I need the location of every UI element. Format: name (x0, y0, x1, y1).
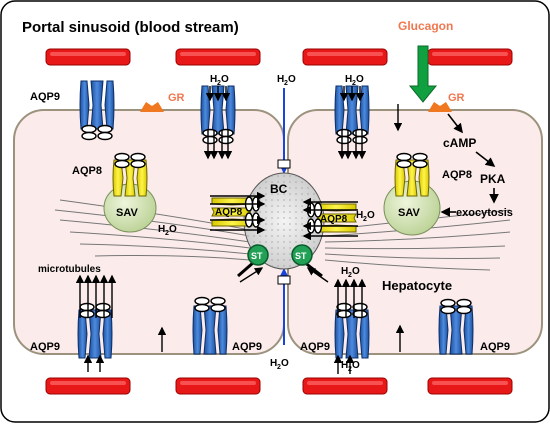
svg-text:H: H (158, 224, 165, 235)
sav-label: SAV (116, 207, 138, 219)
hepatocyte-left (13, 109, 285, 355)
svg-text:H: H (356, 210, 363, 221)
aqp9-label: AQP9 (30, 91, 60, 103)
glucagon-label: Glucagon (398, 19, 453, 33)
svg-text:H: H (341, 266, 348, 277)
svg-text:O: O (221, 74, 229, 85)
aqp9-channel (192, 305, 228, 355)
gr-label: GR (168, 92, 185, 104)
svg-text:H: H (341, 360, 348, 371)
hepatocyte-label: Hepatocyte (382, 278, 452, 293)
svg-text:2: 2 (284, 80, 288, 87)
microtubules-left (54, 199, 251, 261)
svg-text:H: H (345, 74, 352, 85)
red-blood-cell (302, 377, 388, 395)
svg-text:H: H (270, 358, 277, 369)
svg-text:O: O (288, 74, 296, 85)
aqp8-label: AQP8 (215, 207, 243, 218)
svg-text:O: O (356, 74, 364, 85)
exocytosis-label: exocytosis (456, 207, 513, 219)
aqp9-label: AQP9 (480, 341, 510, 353)
svg-text:2: 2 (165, 230, 169, 237)
svg-text:2: 2 (277, 364, 281, 371)
camp-label: cAMP (443, 136, 476, 150)
diagram-title: Portal sinusoid (blood stream) (22, 19, 239, 36)
red-blood-cell (175, 377, 261, 395)
svg-text:O: O (352, 360, 360, 371)
sav-label: SAV (398, 207, 420, 219)
gr-receptor-left (140, 102, 164, 112)
tight-junction (277, 159, 291, 169)
svg-text:O: O (281, 358, 289, 369)
svg-text:2: 2 (217, 80, 221, 87)
svg-text:O: O (367, 210, 375, 221)
gr-receptor-right (428, 102, 452, 112)
red-blood-cell (45, 48, 131, 66)
red-blood-cell (302, 48, 388, 66)
aqp9-label: AQP9 (300, 341, 330, 353)
aqp8-label: AQP8 (72, 165, 102, 177)
svg-text:2: 2 (348, 366, 352, 373)
svg-text:H: H (210, 74, 217, 85)
svg-text:2: 2 (363, 216, 367, 223)
svg-text:ST: ST (295, 251, 307, 261)
tight-junction (277, 275, 291, 285)
svg-text:2: 2 (348, 272, 352, 279)
aqp8-label: AQP8 (442, 169, 472, 181)
bc-label: BC (270, 182, 288, 196)
svg-text:ST: ST (251, 251, 263, 261)
svg-text:H: H (277, 74, 284, 85)
st-marker-left: ST (237, 244, 269, 278)
svg-text:O: O (169, 224, 177, 235)
svg-text:2: 2 (352, 80, 356, 87)
aqp9-label: AQP9 (232, 341, 262, 353)
glucagon-arrow (408, 45, 438, 103)
aqp9-channel (79, 80, 115, 130)
gr-label: GR (448, 92, 465, 104)
water-arrows-bc (210, 191, 358, 241)
svg-text:O: O (352, 266, 360, 277)
pka-label: PKA (480, 172, 506, 186)
aqp8-label: AQP8 (320, 214, 348, 225)
aqp9-label: AQP9 (30, 341, 60, 353)
red-blood-cell (45, 377, 131, 395)
red-blood-cell (427, 48, 513, 66)
red-blood-cell (175, 48, 261, 66)
red-blood-cell (427, 377, 513, 395)
microtubules-label: microtubules (38, 264, 101, 275)
